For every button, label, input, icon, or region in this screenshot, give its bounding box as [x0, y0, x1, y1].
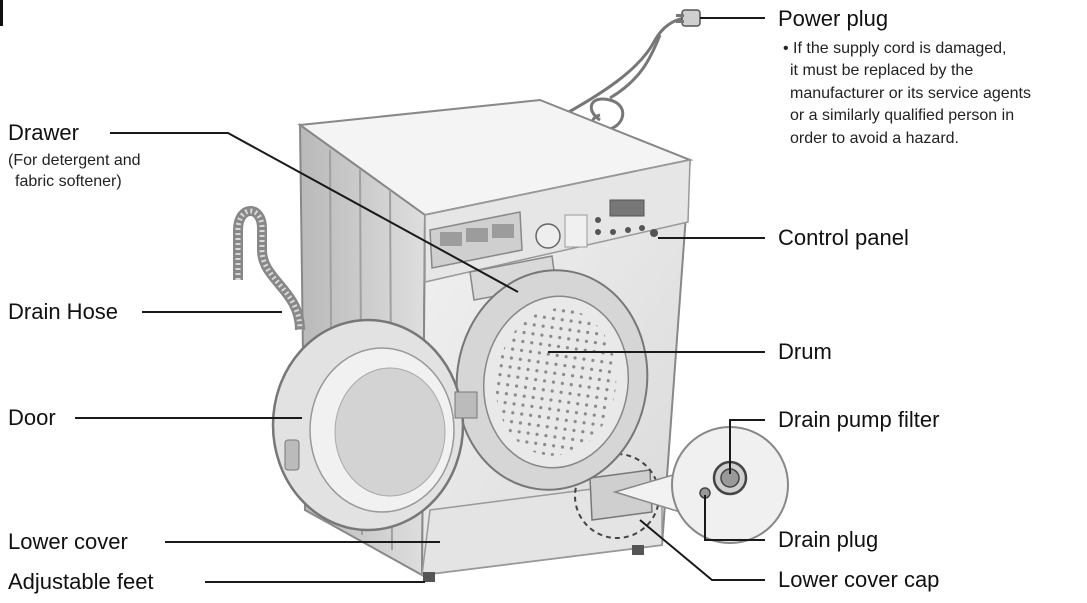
label-power-plug: Power plug	[778, 6, 888, 31]
power-plug-note-line: it must be replaced by the	[783, 60, 1031, 82]
label-control-panel: Control panel	[778, 225, 909, 250]
foot-right	[632, 545, 644, 555]
power-cord	[558, 18, 685, 130]
power-plug-note-line: order to avoid a hazard.	[783, 128, 1031, 150]
label-adjustable-feet: Adjustable feet	[8, 569, 154, 594]
label-door: Door	[8, 405, 56, 430]
label-lower-cover-cap: Lower cover cap	[778, 567, 939, 592]
label-lower-cover: Lower cover	[8, 529, 128, 554]
label-drain-plug: Drain plug	[778, 527, 878, 552]
label-drain-hose: Drain Hose	[8, 299, 118, 324]
drawer-note-line: (For detergent and	[8, 150, 141, 171]
label-drain-pump-filter: Drain pump filter	[778, 407, 939, 432]
power-plug-note-line: or a similarly qualified person in	[783, 105, 1031, 127]
program-knob	[536, 224, 560, 248]
drawer-note: (For detergent and fabric softener)	[8, 150, 141, 192]
power-plug-note: • If the supply cord is damaged, it must…	[783, 38, 1031, 150]
label-drawer: Drawer	[8, 120, 79, 145]
power-plug-note-line: manufacturer or its service agents	[783, 83, 1031, 105]
drawer-note-line: fabric softener)	[8, 171, 141, 192]
power-plug-note-line: • If the supply cord is damaged,	[783, 38, 1031, 60]
foot-left	[423, 572, 435, 582]
label-drum: Drum	[778, 339, 832, 364]
